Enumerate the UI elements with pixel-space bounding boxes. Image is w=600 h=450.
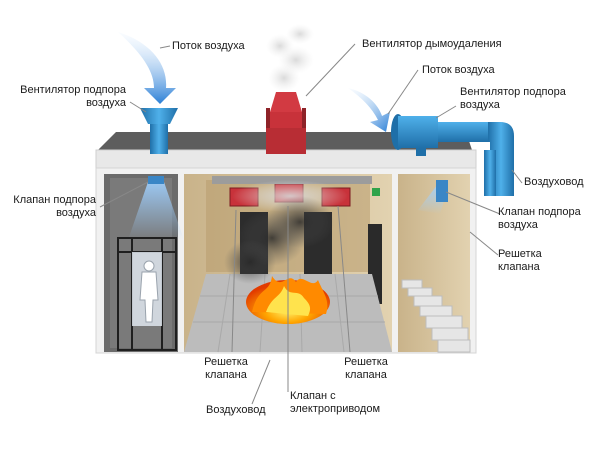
- label-grille-right: Решетка клапана: [498, 248, 542, 273]
- label-supply-valve-left: Клапан подпора воздуха: [13, 194, 96, 219]
- label-supply-fan-right: Вентилятор подпора воздуха: [460, 86, 566, 111]
- fan-icon: [140, 108, 178, 154]
- supply-air-beam-left: [128, 182, 184, 240]
- label-supply-fan-left: Вентилятор подпора воздуха: [20, 84, 126, 109]
- smoke-exhaust-fan: [266, 92, 306, 154]
- label-airflow-top-left: Поток воздуха: [172, 40, 245, 52]
- label-smoke-fan: Вентилятор дымоудаления: [362, 38, 502, 50]
- supply-valve-left: [148, 176, 164, 184]
- label-duct-right: Воздуховод: [524, 176, 584, 188]
- stairs-icon: [401, 279, 471, 353]
- label-motor-valve: Клапан с электроприводом: [290, 390, 381, 415]
- ceiling-duct: [212, 176, 372, 184]
- supply-valve-right: [436, 180, 448, 202]
- smoke-icon: [224, 180, 348, 284]
- duct-icon: [484, 122, 514, 196]
- label-duct-bottom: Воздуховод: [206, 404, 266, 416]
- fan-icon-right: [391, 114, 494, 156]
- exit-sign: [372, 188, 380, 196]
- label-supply-valve-right: Клапан подпора воздуха: [498, 206, 581, 231]
- airflow-arrow-right: [348, 88, 390, 132]
- building: [95, 132, 477, 354]
- person-icon: [139, 260, 159, 323]
- label-airflow-top-right: Поток воздуха: [422, 64, 495, 76]
- airflow-arrow-icon: [118, 32, 176, 104]
- label-grille-bottom-right: Решетка клапана: [344, 356, 388, 381]
- leader-lines: [99, 43, 523, 405]
- exhaust-smoke: [266, 24, 314, 92]
- label-grille-bottom-left: Решетка клапана: [204, 356, 248, 381]
